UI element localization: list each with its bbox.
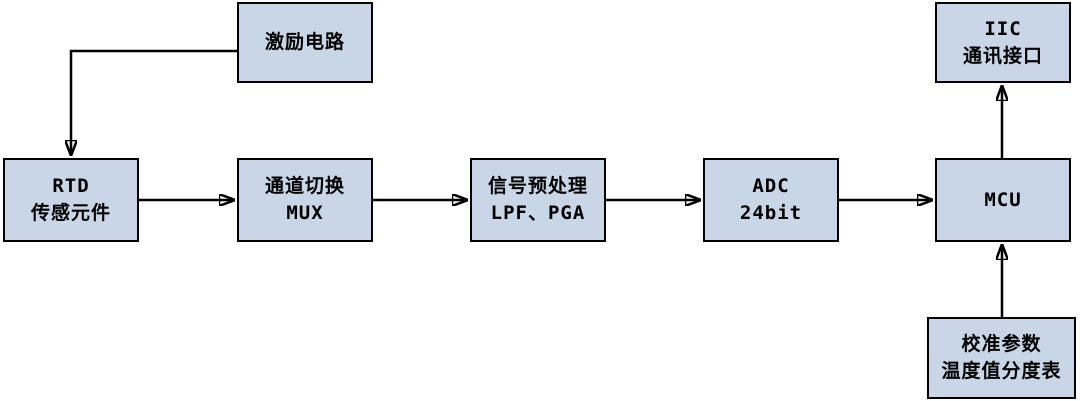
- box-iic-interface: IIC 通讯接口: [935, 2, 1071, 83]
- box-excitation-circuit-label: 激励电路: [264, 31, 345, 53]
- box-channel-mux: 通道切换 MUX: [237, 158, 373, 242]
- box-iic-interface-label-line2: 通讯接口: [962, 44, 1043, 67]
- box-calibration-table: 校准参数 温度值分度表: [927, 317, 1076, 399]
- box-channel-mux-label-line1: 通道切换: [264, 175, 345, 197]
- box-adc-label-line1: ADC: [752, 175, 790, 197]
- box-signal-preprocessing: 信号预处理 LPF、PGA: [470, 158, 606, 242]
- box-mcu: MCU: [935, 158, 1071, 242]
- box-adc-label-line2: 24bit: [739, 202, 803, 224]
- box-calibration-table-label-line2: 温度值分度表: [941, 360, 1062, 382]
- box-calibration-table-label-line1: 校准参数: [961, 333, 1042, 355]
- box-rtd-sensor: RTD 传感元件: [3, 158, 139, 242]
- box-adc: ADC 24bit: [703, 158, 839, 242]
- box-mcu-label: MCU: [984, 188, 1022, 211]
- arrow-excitation-to-rtd: [71, 49, 237, 155]
- box-signal-preprocessing-label-line1: 信号预处理: [487, 175, 588, 197]
- box-excitation-circuit: 激励电路: [237, 2, 373, 83]
- box-iic-interface-label-line1: IIC: [984, 17, 1022, 40]
- box-rtd-sensor-label-line2: 传感元件: [30, 202, 111, 224]
- box-rtd-sensor-label-line1: RTD: [52, 175, 90, 197]
- box-channel-mux-label-line2: MUX: [286, 202, 324, 224]
- box-signal-preprocessing-label-line2: LPF、PGA: [490, 202, 586, 224]
